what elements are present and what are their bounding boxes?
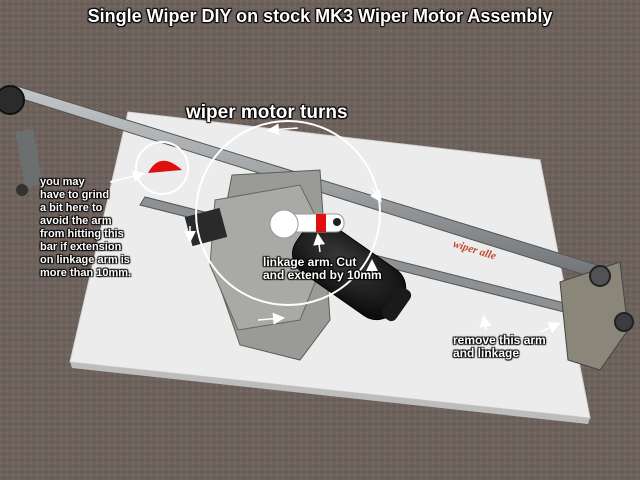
motor-turns-label: wiper motor turns [186,102,348,123]
right-bolt [614,312,634,332]
arrow-to-right-arm [539,322,561,334]
arrow-to-grind-zone [109,170,145,183]
arrow-to-linkage [313,233,326,253]
left-pivot [0,85,25,115]
remove-arm-label: remove this arm and linkage [453,333,546,360]
right-pivot-bracket [559,261,629,371]
grind-zone-highlight [148,160,182,173]
arrow-to-linkage-bar [479,315,492,331]
left-bolt [16,184,28,196]
grind-note-label: you may have to grind a bit here to avoi… [40,176,132,279]
linkage-crank-arm [269,209,345,239]
foam-board-shadow [70,362,590,424]
page-title: Single Wiper DIY on stock MK3 Wiper Moto… [87,6,553,26]
right-pivot [589,265,611,287]
grind-zone-circle [135,141,189,195]
linkage-arm-label: linkage arm. Cut and extend by 10mm [263,255,382,282]
arrow-circle-right [370,187,382,203]
arrow-circle-bottom [257,312,285,325]
left-pivot-bracket [15,128,43,188]
rotation-circle [195,120,381,306]
arrow-motor-turns [267,123,299,136]
